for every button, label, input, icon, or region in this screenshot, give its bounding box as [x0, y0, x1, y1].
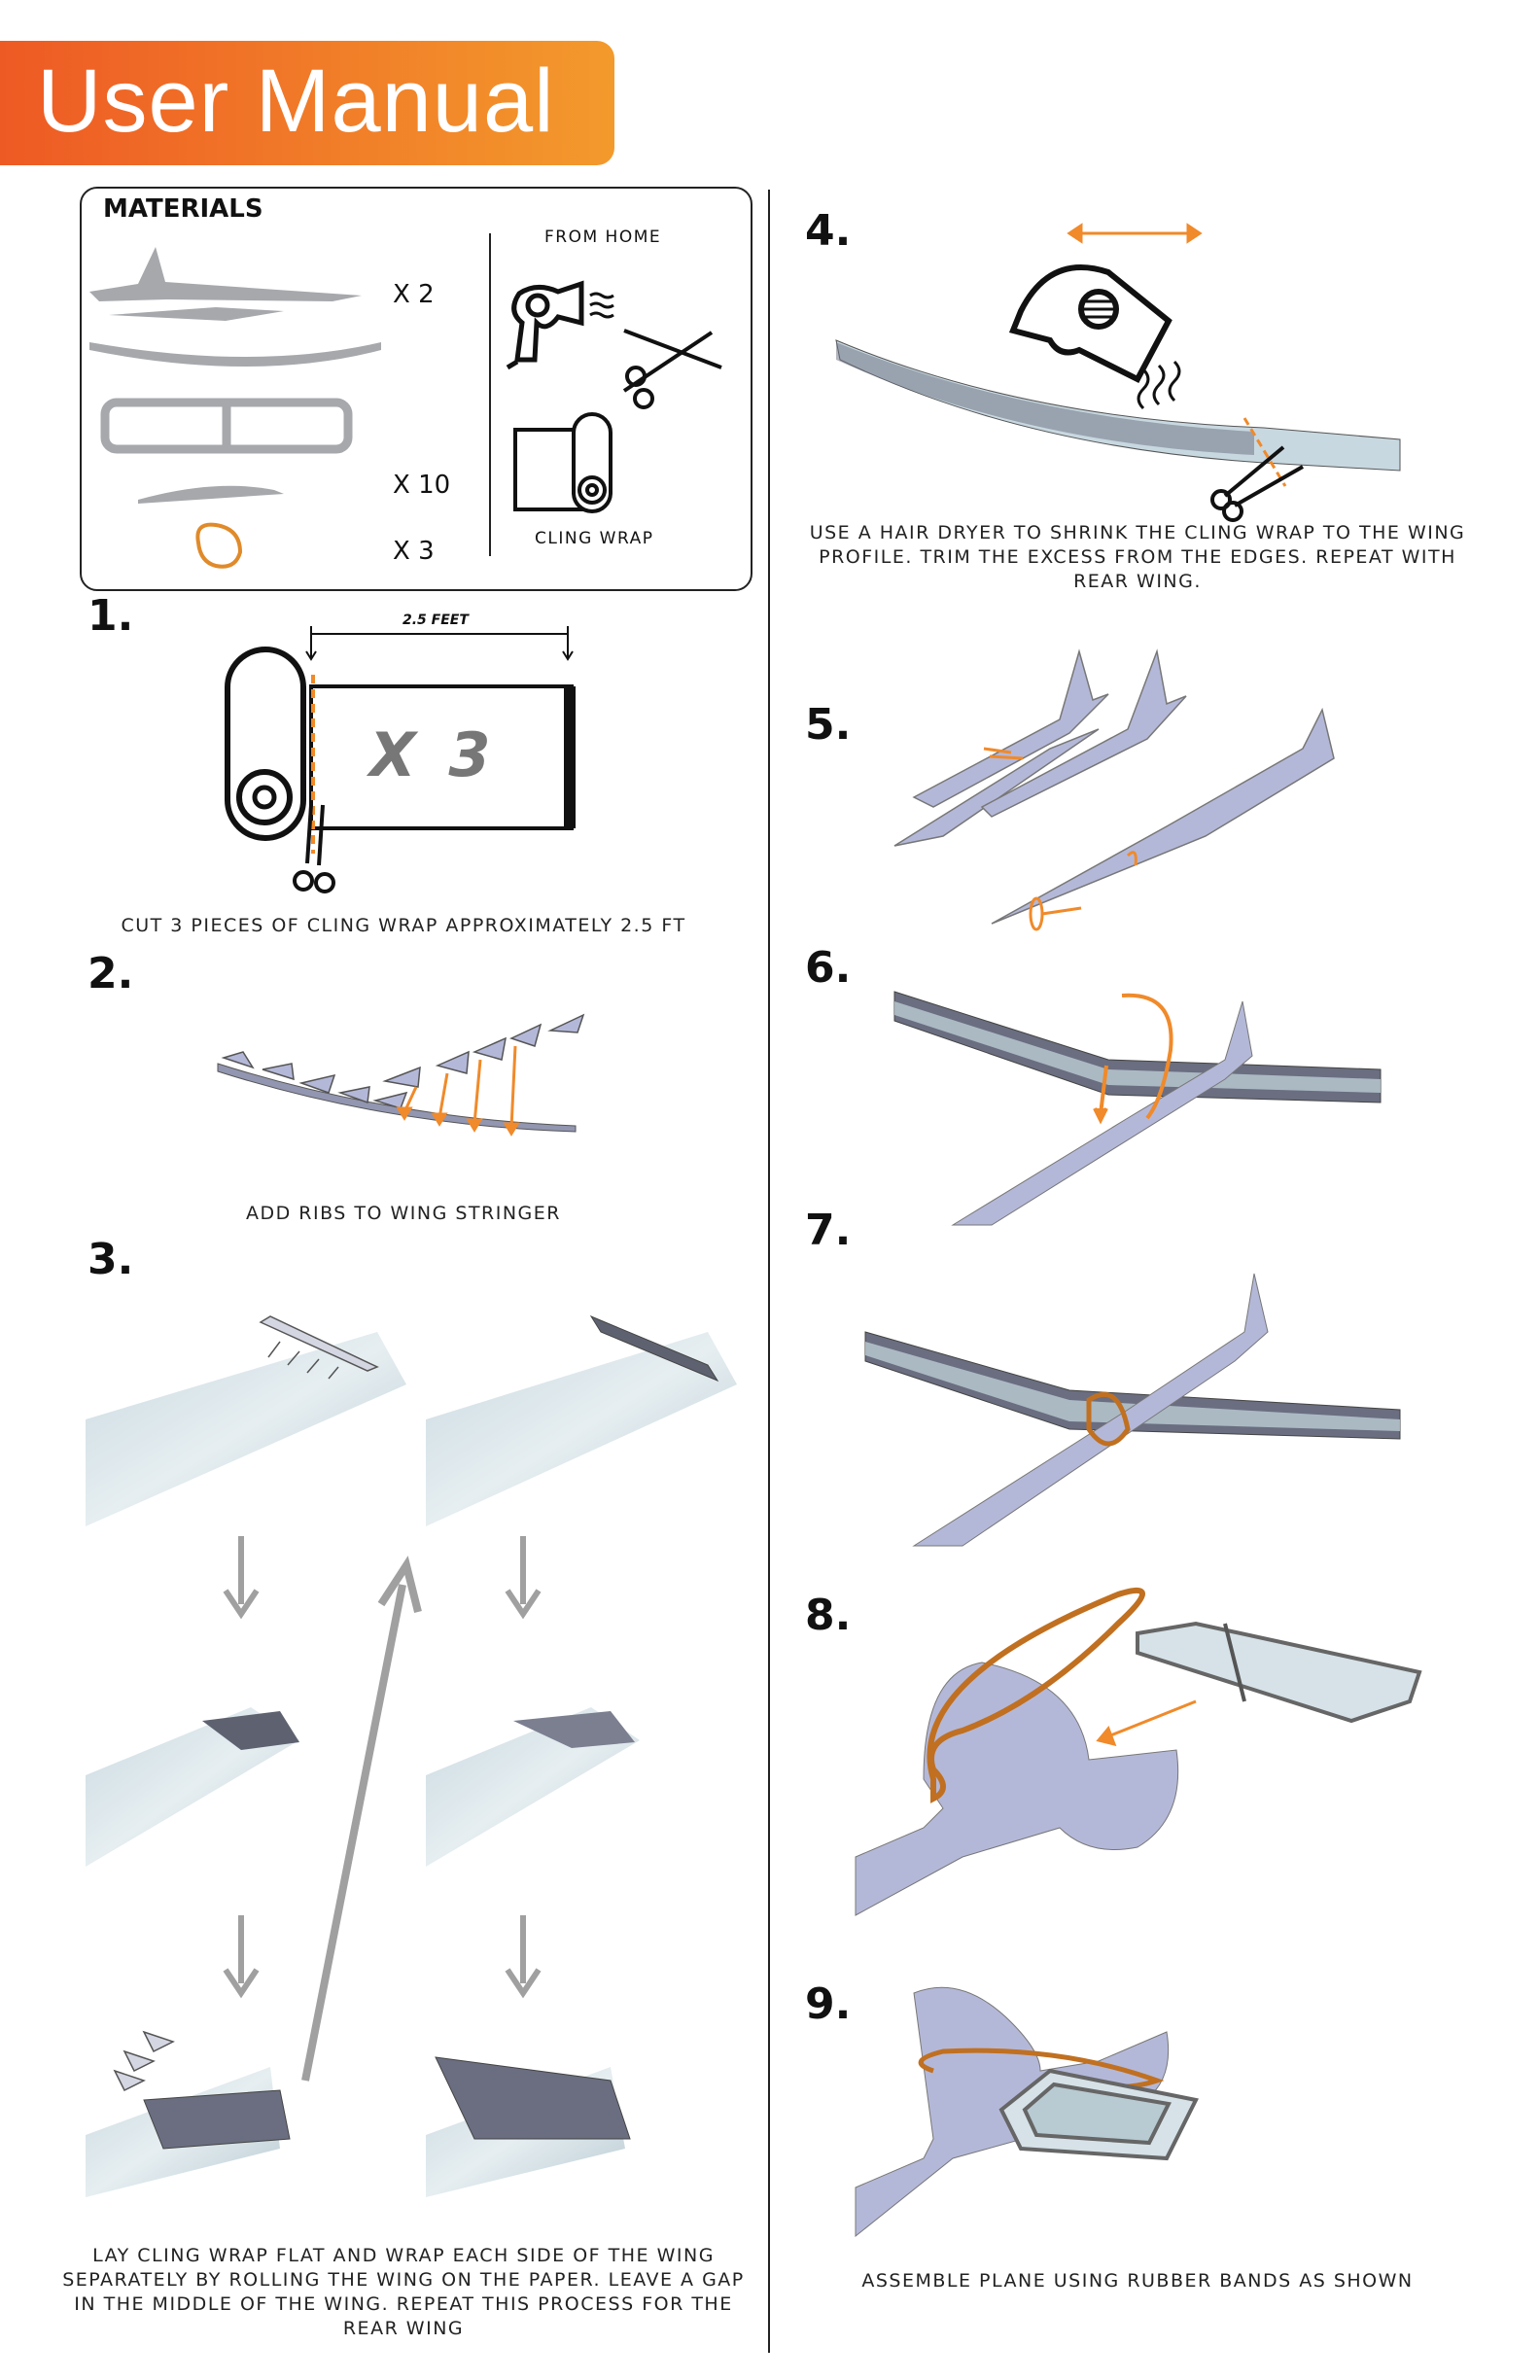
- fuselage-part: [89, 247, 362, 301]
- step-8-number: 8.: [805, 1591, 852, 1640]
- step-4-illustration: [835, 223, 1401, 522]
- cling-wrap-label: CLING WRAP: [535, 529, 654, 548]
- wing-stringer-part: [89, 342, 381, 367]
- rear-wing-frame: [1136, 1621, 1422, 1724]
- materials-illustration: [89, 233, 722, 569]
- step-4-caption: USE A HAIR DRYER TO SHRINK THE CLING WRA…: [809, 522, 1466, 592]
- rubber-band-icon: [195, 522, 243, 569]
- step-3-number: 3.: [88, 1235, 134, 1284]
- cling-wrap-sheet: [86, 1332, 406, 1526]
- rib-part: [138, 485, 284, 504]
- step-7-illustration: [864, 1273, 1401, 1547]
- step-9-caption: ASSEMBLE PLANE USING RUBBER BANDS AS SHO…: [861, 2270, 1414, 2292]
- step-3-illustration: [86, 1314, 737, 2197]
- materials-box: [80, 187, 752, 591]
- page-title: User Manual: [37, 52, 555, 151]
- scissors-icon: [622, 329, 722, 409]
- step-4-number: 4.: [805, 206, 852, 256]
- step-2-illustration: [217, 1013, 585, 1137]
- qty-rubber-bands: X 3: [393, 537, 435, 566]
- fuselage-part: [109, 307, 284, 321]
- sheet-count-label: X 3: [369, 719, 497, 790]
- step-6-illustration: [893, 991, 1382, 1226]
- step-1-number: 1.: [88, 591, 134, 641]
- step-1-caption: CUT 3 PIECES OF CLING WRAP APPROXIMATELY…: [121, 915, 686, 936]
- hair-dryer-icon: [506, 280, 614, 370]
- step-6-number: 6.: [805, 943, 852, 993]
- step-3-caption: LAY CLING WRAP FLAT AND WRAP EACH SIDE O…: [62, 2245, 745, 2339]
- fuselage-part: [912, 648, 1109, 808]
- cling-wrap-roll-icon: [513, 412, 612, 513]
- qty-fuselage: X 2: [393, 280, 435, 309]
- dimension-label: 2.5 FEET: [402, 612, 469, 628]
- qty-ribs: X 10: [393, 471, 451, 500]
- materials-heading: MATERIALS: [103, 194, 263, 224]
- from-home-label: FROM HOME: [544, 228, 662, 247]
- column-divider: [768, 190, 770, 2353]
- rear-wing-frame: [998, 2068, 1199, 2161]
- step-9-illustration: [855, 1986, 1199, 2238]
- scissors-icon: [1210, 445, 1304, 522]
- hair-dryer-icon: [1008, 264, 1181, 410]
- step-5-illustration: [893, 648, 1335, 931]
- step-8-illustration: [855, 1587, 1422, 1916]
- step-1-illustration: [225, 626, 576, 893]
- step-2-number: 2.: [88, 949, 134, 998]
- scissors-icon: [293, 804, 335, 893]
- step-7-number: 7.: [805, 1206, 852, 1255]
- title-banner: User Manual: [0, 41, 614, 165]
- step-2-caption: ADD RIBS TO WING STRINGER: [246, 1203, 561, 1224]
- step-9-number: 9.: [805, 1979, 852, 2029]
- step-5-number: 5.: [805, 700, 852, 750]
